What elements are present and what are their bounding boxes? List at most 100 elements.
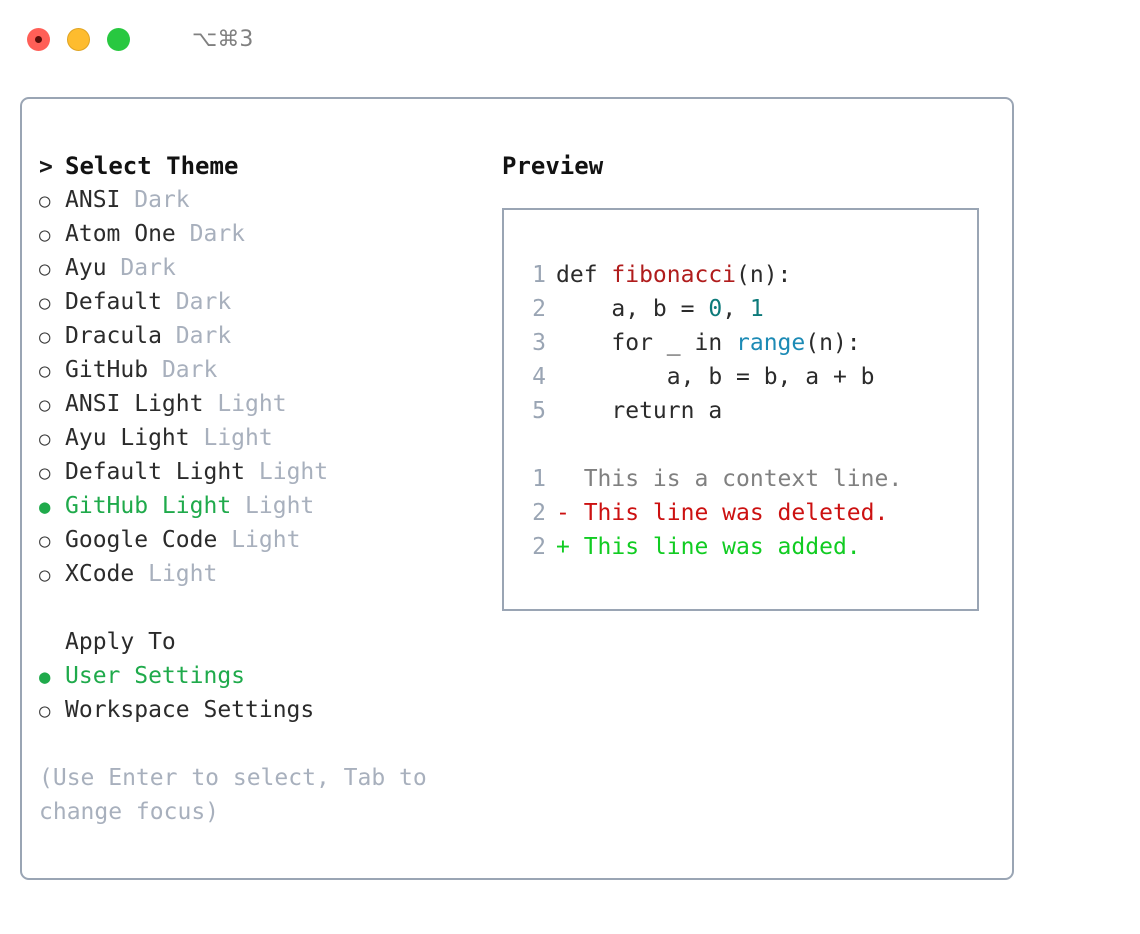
theme-option-kind: Dark	[175, 323, 232, 349]
diff-spacer	[524, 428, 977, 462]
prompt-marker-icon: >	[39, 154, 53, 180]
theme-option-name: Atom One	[65, 221, 176, 247]
apply-to-option-name: User Settings	[65, 663, 246, 689]
theme-option-atom-one[interactable]: ○ Atom One Dark	[39, 217, 479, 251]
theme-name-kind-spacer	[162, 285, 176, 319]
theme-option-google-code[interactable]: ○ Google Code Light	[39, 523, 479, 557]
window-titlebar: ⌥⌘3	[0, 0, 1140, 78]
maximize-window-button[interactable]	[107, 27, 130, 51]
theme-option-kind: Dark	[189, 221, 246, 247]
theme-option-default[interactable]: ○ Default Dark	[39, 285, 479, 319]
theme-option-kind: Dark	[134, 187, 190, 213]
radio-selected-icon: ●	[39, 496, 51, 518]
section-spacer	[39, 591, 479, 625]
code-line-content: return a	[556, 394, 722, 428]
theme-option-name: ANSI Light	[65, 391, 204, 417]
select-theme-header: > Select Theme	[39, 149, 479, 183]
code-token-plain: (n):	[805, 330, 861, 356]
theme-option-name: XCode	[65, 561, 135, 587]
traffic-light-buttons	[27, 27, 130, 51]
radio-unselected-icon: ○	[39, 224, 51, 246]
theme-name-kind-spacer	[231, 489, 245, 523]
radio-selected-icon: ●	[39, 666, 51, 688]
diff-line-number: 2	[532, 534, 546, 560]
close-window-button[interactable]	[27, 27, 50, 51]
code-line-content: a, b = b, a + b	[556, 360, 875, 394]
theme-option-list: ○ANSI Dark○Atom One Dark○Ayu Dark○Defaul…	[39, 183, 479, 591]
theme-option-name: ANSI	[65, 187, 121, 213]
diff-line-number: 2	[532, 500, 546, 526]
diff-line-number: 1	[532, 466, 546, 492]
theme-option-ayu-light[interactable]: ○Ayu Light Light	[39, 421, 479, 455]
theme-option-kind: Light	[148, 561, 218, 587]
theme-option-name: GitHub Light	[65, 493, 232, 519]
code-token-num: 0	[708, 296, 723, 322]
apply-to-option-user-settings[interactable]: ● User Settings	[39, 659, 479, 693]
radio-unselected-icon: ○	[39, 292, 51, 314]
diff-line-deleted: 2 - This line was deleted.	[524, 496, 977, 530]
code-token-plain: (n):	[736, 262, 792, 288]
theme-name-kind-spacer	[217, 523, 231, 557]
theme-option-default-light[interactable]: ○Default Light Light	[39, 455, 479, 489]
theme-option-name: GitHub	[65, 357, 149, 383]
diff-sample: 1 This is a context line. 2 - This line wa…	[524, 462, 977, 564]
code-token-plain: return a	[556, 398, 723, 424]
apply-to-title: Apply To	[65, 629, 176, 655]
radio-unselected-icon: ○	[39, 700, 51, 722]
code-line-number: 4	[532, 364, 546, 390]
theme-name-kind-spacer	[176, 217, 190, 251]
theme-option-name: Default	[65, 289, 162, 315]
theme-option-kind: Dark	[120, 255, 176, 281]
code-token-func: fibonacci	[611, 262, 737, 288]
apply-to-header: Apply To	[39, 625, 479, 659]
theme-option-kind: Light	[231, 527, 301, 553]
close-icon	[35, 35, 42, 43]
theme-option-ansi[interactable]: ○ ANSI Dark	[39, 183, 479, 217]
apply-to-option-list: ● User Settings ○ Workspace Settings	[39, 659, 479, 727]
diff-line-context: 1 This is a context line.	[524, 462, 977, 496]
theme-option-github[interactable]: ○GitHub Dark	[39, 353, 479, 387]
apply-to-option-name: Workspace Settings	[65, 697, 315, 723]
theme-option-name: Google Code	[65, 527, 218, 553]
theme-name-kind-spacer	[120, 183, 134, 217]
select-theme-title: Select Theme	[65, 152, 239, 180]
apply-to-option-workspace-settings[interactable]: ○ Workspace Settings	[39, 693, 479, 727]
theme-option-kind: Light	[258, 459, 329, 485]
code-line-number: 2	[532, 296, 546, 322]
keyboard-hint-text: (Use Enter to select, Tab to change focu…	[39, 765, 441, 825]
code-token-num: 1	[749, 296, 764, 322]
theme-option-kind: Dark	[175, 289, 232, 315]
code-line-number: 5	[532, 398, 546, 424]
radio-unselected-icon: ○	[39, 462, 51, 484]
theme-option-kind: Light	[203, 425, 273, 451]
radio-unselected-icon: ○	[39, 530, 51, 552]
code-token-plain: a, b = b, a + b	[556, 364, 875, 390]
theme-selector-panel: > Select Theme ○ANSI Dark○Atom One Dark○…	[20, 97, 1014, 880]
theme-option-ansi-light[interactable]: ○ANSI Light Light	[39, 387, 479, 421]
theme-option-ayu[interactable]: ○Ayu Dark	[39, 251, 479, 285]
diff-line-content: This is a context line.	[556, 466, 903, 492]
code-line-number: 1	[532, 262, 546, 288]
code-line: 5 return a	[524, 394, 977, 428]
theme-option-name: Ayu	[65, 255, 107, 281]
code-line: 3 for _ in range(n):	[524, 326, 977, 360]
theme-name-kind-spacer	[245, 455, 259, 489]
theme-list-column: > Select Theme ○ANSI Dark○Atom One Dark○…	[39, 149, 479, 829]
theme-name-kind-spacer	[203, 387, 217, 421]
diff-line-content: - This line was deleted.	[556, 500, 889, 526]
theme-option-github-light[interactable]: ●GitHub Light Light	[39, 489, 479, 523]
theme-option-kind: Light	[217, 391, 287, 417]
minimize-window-button[interactable]	[67, 27, 90, 51]
theme-option-dracula[interactable]: ○Dracula Dark	[39, 319, 479, 353]
code-line-content: for _ in range(n):	[556, 326, 861, 360]
code-token-plain: ,	[722, 296, 750, 322]
apply-to-marker-spacer	[39, 625, 65, 659]
code-token-call: range	[736, 330, 806, 356]
theme-option-xcode[interactable]: ○XCode Light	[39, 557, 479, 591]
radio-unselected-icon: ○	[39, 190, 51, 212]
